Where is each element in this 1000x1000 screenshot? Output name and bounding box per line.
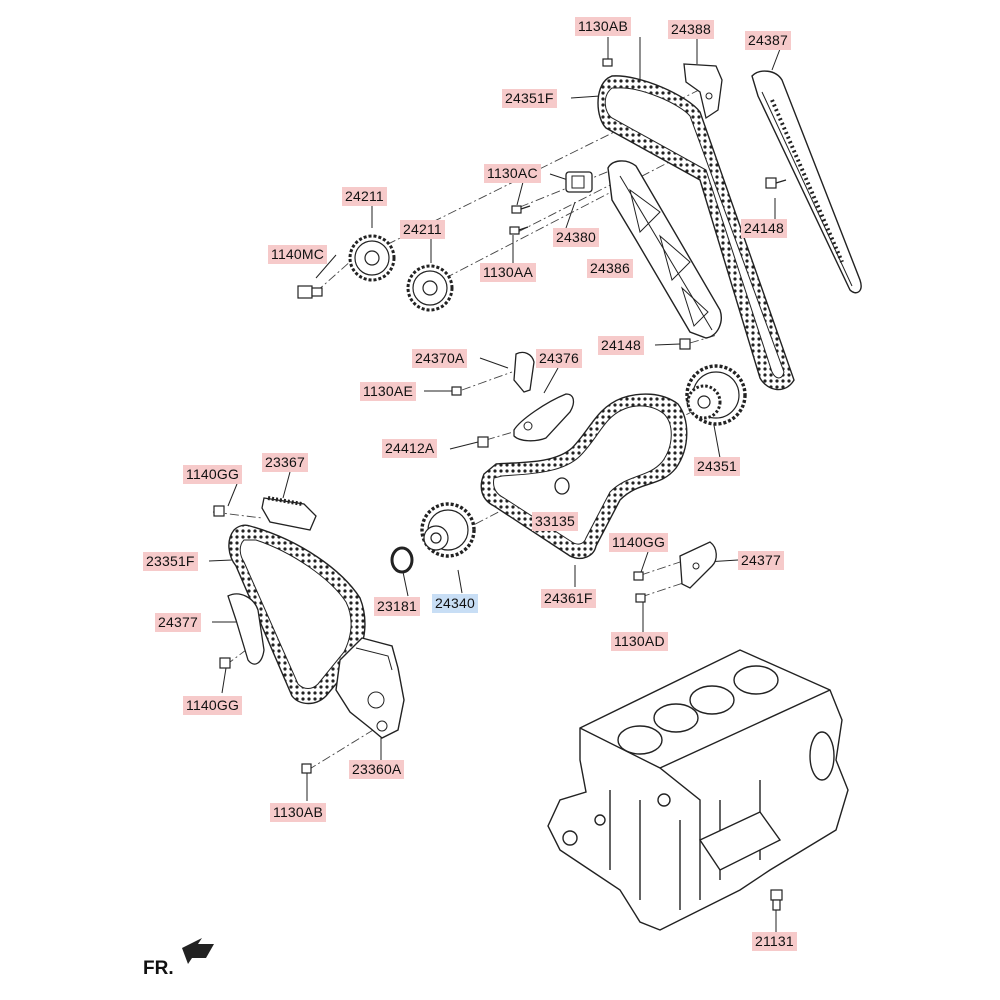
label-23360A: 23360A — [349, 760, 405, 779]
bolt-1130AE — [451, 386, 462, 396]
bolt-21131 — [770, 889, 783, 911]
label-1140GG-top: 1140GG — [183, 465, 243, 484]
cylinder-block — [547, 649, 849, 931]
upper-timing-chain — [597, 75, 795, 391]
tensioner-24380 — [565, 171, 593, 193]
idler-sprocket — [685, 364, 747, 426]
label-23367: 23367 — [262, 453, 308, 472]
label-1130AC: 1130AC — [484, 164, 541, 183]
crankshaft-sprocket — [420, 502, 476, 558]
o-ring-23181 — [390, 546, 414, 574]
label-24361F: 24361F — [541, 589, 596, 608]
bolt-1130AB-top — [602, 58, 613, 67]
camshaft-sprocket-right — [406, 264, 454, 312]
bolt-1130AC — [511, 205, 531, 214]
label-1130AE: 1130AE — [360, 382, 416, 401]
label-24388: 24388 — [668, 20, 714, 39]
label-1140GG-bottom: 1140GG — [183, 696, 243, 715]
label-1130AB-bottom: 1130AB — [270, 803, 326, 822]
label-1140GG-right: 1140GG — [609, 533, 669, 552]
label-24377-left: 24377 — [155, 613, 201, 632]
lower-balance-chain — [228, 524, 366, 705]
bolt-1140MC — [297, 285, 323, 299]
bolt-24148-top — [765, 177, 787, 189]
label-33135: 33135 — [532, 512, 578, 531]
label-24148-top: 24148 — [741, 219, 787, 238]
bolts — [213, 58, 787, 911]
camshaft-sprocket-left — [348, 234, 396, 282]
chain-guide-24377-right — [679, 541, 717, 589]
label-21131: 21131 — [752, 932, 797, 951]
label-24211-left: 24211 — [342, 187, 387, 206]
label-1130AB-top: 1130AB — [575, 17, 631, 36]
label-24377-right: 24377 — [738, 551, 784, 570]
upper-chain-guide — [607, 160, 722, 339]
bolt-1140GG-c — [219, 657, 231, 669]
label-24340: 24340 — [432, 594, 478, 613]
label-1130AD: 1130AD — [611, 632, 668, 651]
bolt-1130AD — [635, 593, 646, 603]
seal-33135 — [554, 477, 570, 495]
tensioner-arm-24376 — [513, 351, 575, 442]
bolt-24148-mid — [679, 338, 691, 350]
fixed-chain-guide — [751, 70, 862, 294]
label-1140MC: 1140MC — [268, 245, 328, 264]
balance-shaft-23360A — [335, 637, 405, 739]
bolt-1130AA — [509, 226, 529, 235]
front-direction-arrow-icon — [182, 938, 214, 964]
label-1130AA: 1130AA — [480, 263, 536, 282]
bolt-1140GG-b — [633, 571, 644, 581]
bolt-24412A — [477, 436, 489, 448]
tensioner-bracket-24388 — [683, 63, 723, 120]
label-24412A: 24412A — [382, 439, 438, 458]
chain-guide-24377-left — [227, 593, 265, 665]
label-24387: 24387 — [745, 31, 791, 50]
bolt-1130AB-bottom — [301, 763, 312, 774]
label-24376: 24376 — [536, 349, 582, 368]
label-24386: 24386 — [587, 259, 633, 278]
tensioner-23367 — [261, 496, 317, 531]
label-24351F: 24351F — [502, 89, 557, 108]
label-23351F: 23351F — [143, 552, 198, 571]
label-24380: 24380 — [553, 228, 599, 247]
label-23181: 23181 — [374, 597, 420, 616]
label-24211-right: 24211 — [400, 220, 445, 239]
label-24148-mid: 24148 — [598, 336, 644, 355]
front-direction-label: FR. — [143, 958, 174, 979]
label-24351: 24351 — [694, 457, 740, 476]
bolt-1140GG-a — [213, 505, 225, 517]
label-24370A: 24370A — [412, 349, 468, 368]
